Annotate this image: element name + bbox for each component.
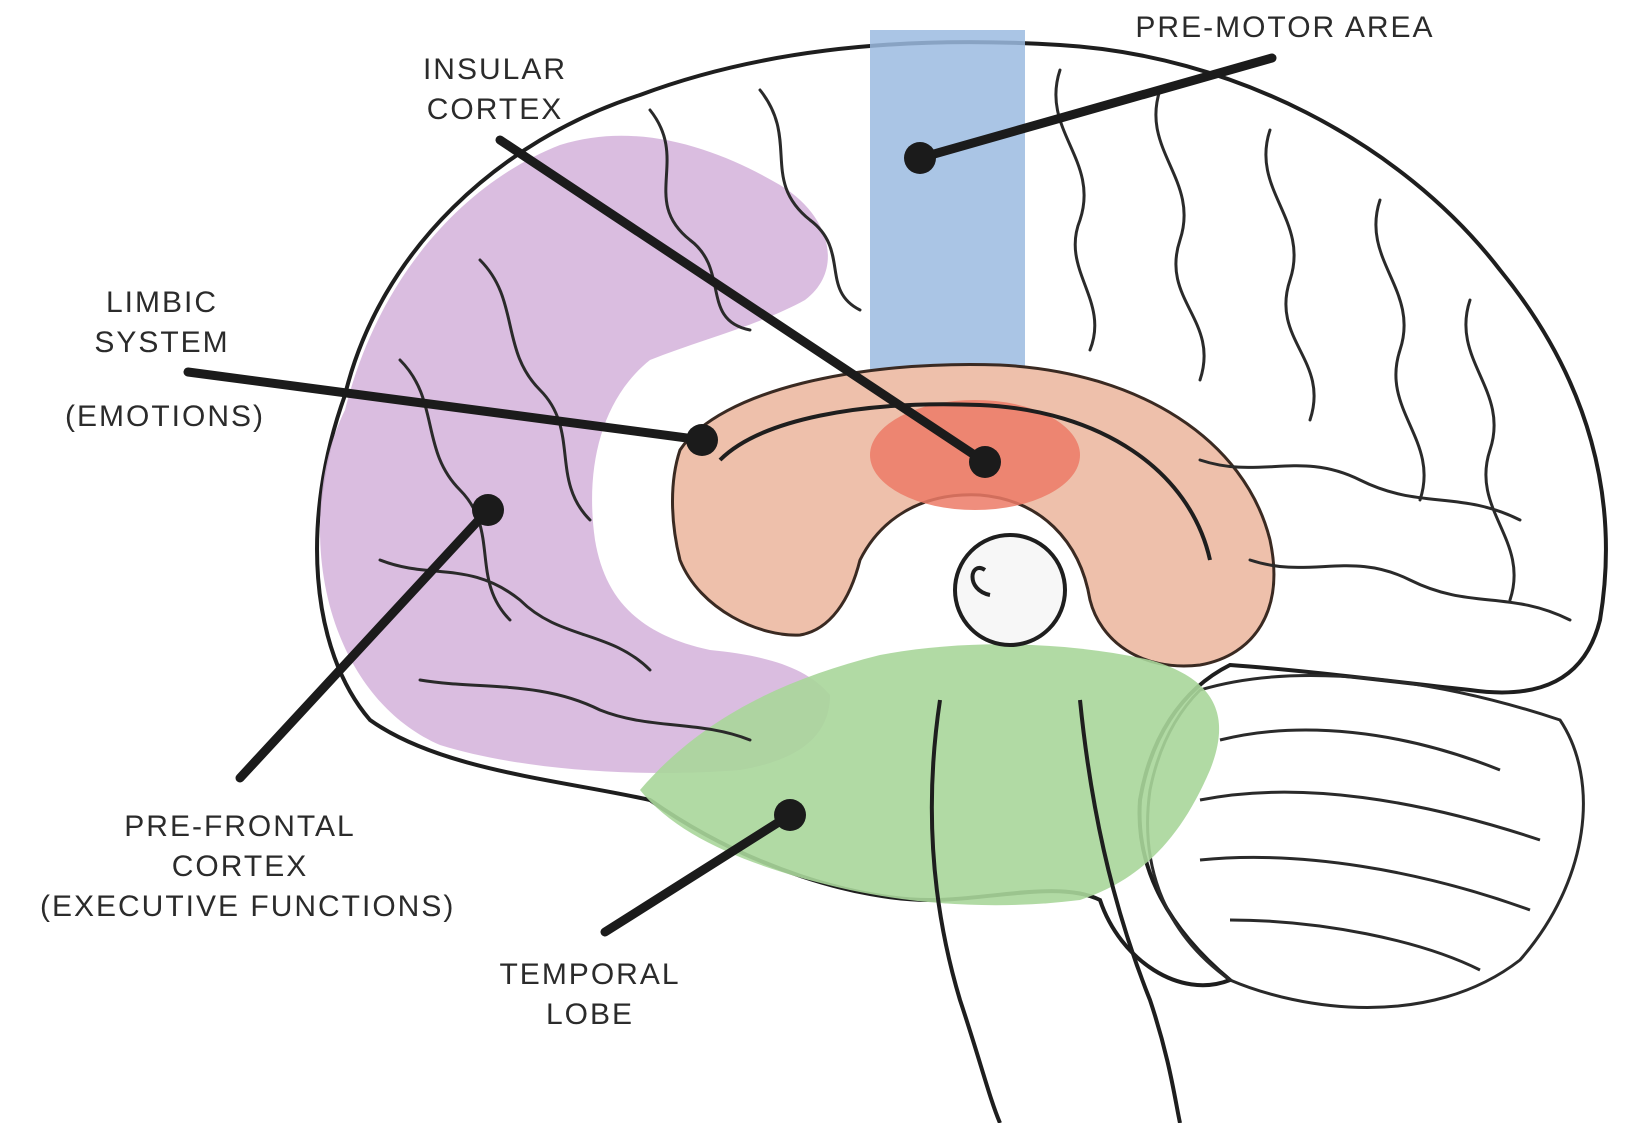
temporal-lobe-label: TEMPORAL LOBE — [470, 955, 710, 1035]
limbic-system-label: LIMBIC SYSTEM — [62, 283, 262, 363]
pre-motor-area-label-text: PRE-MOTOR AREA — [1105, 8, 1465, 48]
pre-motor-area-label: PRE-MOTOR AREA — [1105, 8, 1465, 48]
limbic-system-note-text: (EMOTIONS) — [45, 397, 285, 437]
pre-motor-dot — [904, 142, 936, 174]
temporal-lobe-label-line-1: TEMPORAL — [470, 955, 710, 995]
pre-frontal-cortex-label-line-1: PRE-FRONTAL — [40, 807, 440, 847]
pre-frontal-cortex-note: (EXECUTIVE FUNCTIONS) — [40, 887, 440, 927]
pre-frontal-cortex-label: PRE-FRONTAL CORTEX (EXECUTIVE FUNCTIONS) — [40, 807, 440, 927]
insular-cortex-label-line-1: INSULAR — [395, 50, 595, 90]
limbic-system-label-line-1: LIMBIC — [62, 283, 262, 323]
pre-frontal-cortex-label-line-2: CORTEX — [40, 847, 440, 887]
limbic-system-dot — [686, 424, 718, 456]
pre-frontal-dot — [472, 494, 504, 526]
insular-cortex-dot — [969, 446, 1001, 478]
temporal-lobe-dot — [774, 799, 806, 831]
pre-motor-area-region — [870, 30, 1025, 370]
insular-cortex-label-line-2: CORTEX — [395, 90, 595, 130]
limbic-system-label-line-2: SYSTEM — [62, 323, 262, 363]
temporal-lobe-label-line-2: LOBE — [470, 995, 710, 1035]
limbic-system-note: (EMOTIONS) — [45, 397, 285, 437]
insular-cortex-label: INSULAR CORTEX — [395, 50, 595, 130]
